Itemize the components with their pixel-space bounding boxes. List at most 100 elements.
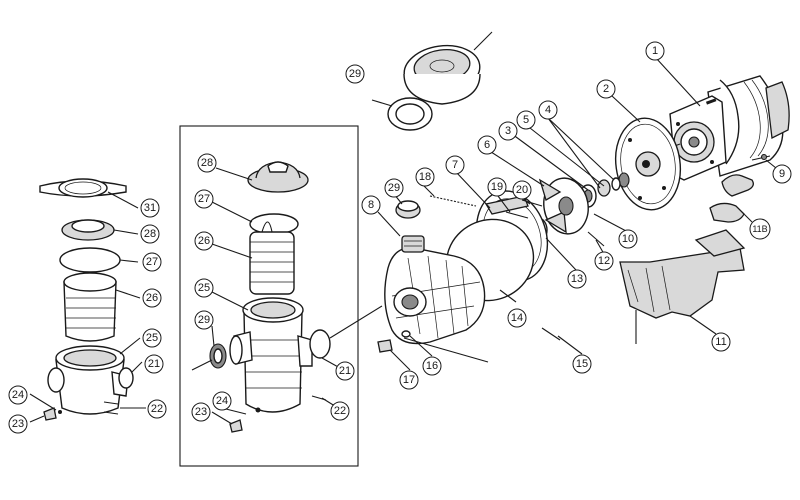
callout-19: 19 (487, 177, 507, 197)
cover-o-ring-27b (249, 213, 299, 235)
drain-plugs-23a-24a (43, 407, 62, 421)
strainer-cover-28a (61, 219, 115, 241)
callout-label: 28 (201, 157, 213, 169)
drain-plugs (377, 330, 411, 353)
callout-label: 21 (148, 358, 160, 370)
callout-21-center: 21 (335, 361, 355, 381)
callout-27-left: 27 (142, 252, 162, 272)
callout-25-left: 25 (142, 328, 162, 348)
callout-3: 3 (498, 121, 518, 141)
callout-29-center: 29 (194, 310, 214, 330)
strainer-housing-25b (229, 297, 313, 413)
union-29c (191, 343, 227, 371)
pump-body (384, 235, 486, 345)
callout-label: 28 (144, 228, 156, 240)
callout-24-left: 24 (8, 385, 28, 405)
callout-label: 23 (12, 418, 24, 430)
callout-14: 14 (507, 308, 527, 328)
clamp-bolt (541, 327, 561, 341)
callout-label: 12 (598, 255, 610, 267)
callout-label: 10 (622, 233, 634, 245)
callout-16: 16 (422, 356, 442, 376)
callout-label: 4 (545, 104, 551, 116)
callout-label: 24 (216, 395, 228, 407)
callout-label: 23 (195, 406, 207, 418)
strainer-basket-26b (249, 221, 295, 295)
motor-foot (709, 174, 754, 223)
callout-28-left: 28 (140, 224, 160, 244)
callout-label: 21 (339, 365, 351, 377)
callout-28-center: 28 (197, 153, 217, 173)
callout-label: 27 (198, 193, 210, 205)
strainer-cover-28b (247, 161, 309, 193)
callout-label: 9 (779, 168, 785, 180)
callout-8: 8 (361, 195, 381, 215)
callout-label: 5 (523, 114, 529, 126)
callout-label: 29 (388, 182, 400, 194)
callout-4: 4 (538, 100, 558, 120)
callout-label: 13 (571, 273, 583, 285)
impeller (538, 177, 589, 235)
callout-11: 11 (711, 332, 731, 352)
callout-label: 29 (349, 68, 361, 80)
callout-label: 17 (403, 374, 415, 386)
callout-label: 15 (576, 358, 588, 370)
callout-label: 20 (516, 184, 528, 196)
o-ring-21b (309, 329, 331, 359)
callout-label: 26 (146, 292, 158, 304)
callout-label: 18 (419, 171, 431, 183)
callout-label: 3 (505, 125, 511, 137)
seal-plate (614, 117, 682, 211)
callout-label: 22 (151, 403, 163, 415)
callout-label: 11B (752, 224, 767, 234)
callout-2: 2 (596, 79, 616, 99)
screws-22a (103, 401, 119, 415)
callout-label: 19 (491, 181, 503, 193)
callout-24-center: 24 (212, 391, 232, 411)
callout-27-center: 27 (194, 189, 214, 209)
impeller-screw (587, 231, 605, 247)
callout-label: 26 (198, 235, 210, 247)
callout-20: 20 (512, 180, 532, 200)
callout-1: 1 (645, 41, 665, 61)
callout-7: 7 (445, 155, 465, 175)
callout-29-body: 29 (384, 178, 404, 198)
callout-label: 7 (452, 159, 458, 171)
callout-26-left: 26 (142, 288, 162, 308)
callout-5: 5 (516, 110, 536, 130)
callout-label: 27 (146, 256, 158, 268)
callout-23-left: 23 (8, 414, 28, 434)
o-ring-21a (118, 367, 134, 389)
callout-23-center: 23 (191, 402, 211, 422)
callout-6: 6 (477, 135, 497, 155)
callout-label: 2 (603, 83, 609, 95)
callout-15: 15 (572, 354, 592, 374)
callout-label: 29 (198, 314, 210, 326)
leader-21b-body (329, 305, 383, 339)
spring (429, 195, 477, 207)
callout-31: 31 (140, 198, 160, 218)
callout-11b: 11B (749, 218, 771, 240)
callout-22-left: 22 (147, 399, 167, 419)
callout-13: 13 (567, 269, 587, 289)
motor-screw (751, 153, 771, 161)
callout-label: 8 (368, 199, 374, 211)
callout-26-center: 26 (194, 231, 214, 251)
callout-label: 25 (198, 282, 210, 294)
callout-29-top: 29 (345, 64, 365, 84)
cover-o-ring-27a (59, 247, 121, 273)
motor-support-base (619, 229, 746, 344)
callout-label: 24 (12, 389, 24, 401)
union-nut-29-small (395, 200, 421, 219)
callout-12: 12 (594, 251, 614, 271)
callout-label: 22 (334, 405, 346, 417)
callout-label: 1 (652, 45, 658, 57)
leader-lines (29, 57, 777, 425)
strainer-lid-29 (403, 31, 493, 105)
union-ring-29 (371, 97, 433, 131)
callout-9: 9 (772, 164, 792, 184)
callout-label: 31 (144, 202, 156, 214)
callout-label: 25 (146, 332, 158, 344)
lid-wrench-31 (39, 178, 127, 198)
